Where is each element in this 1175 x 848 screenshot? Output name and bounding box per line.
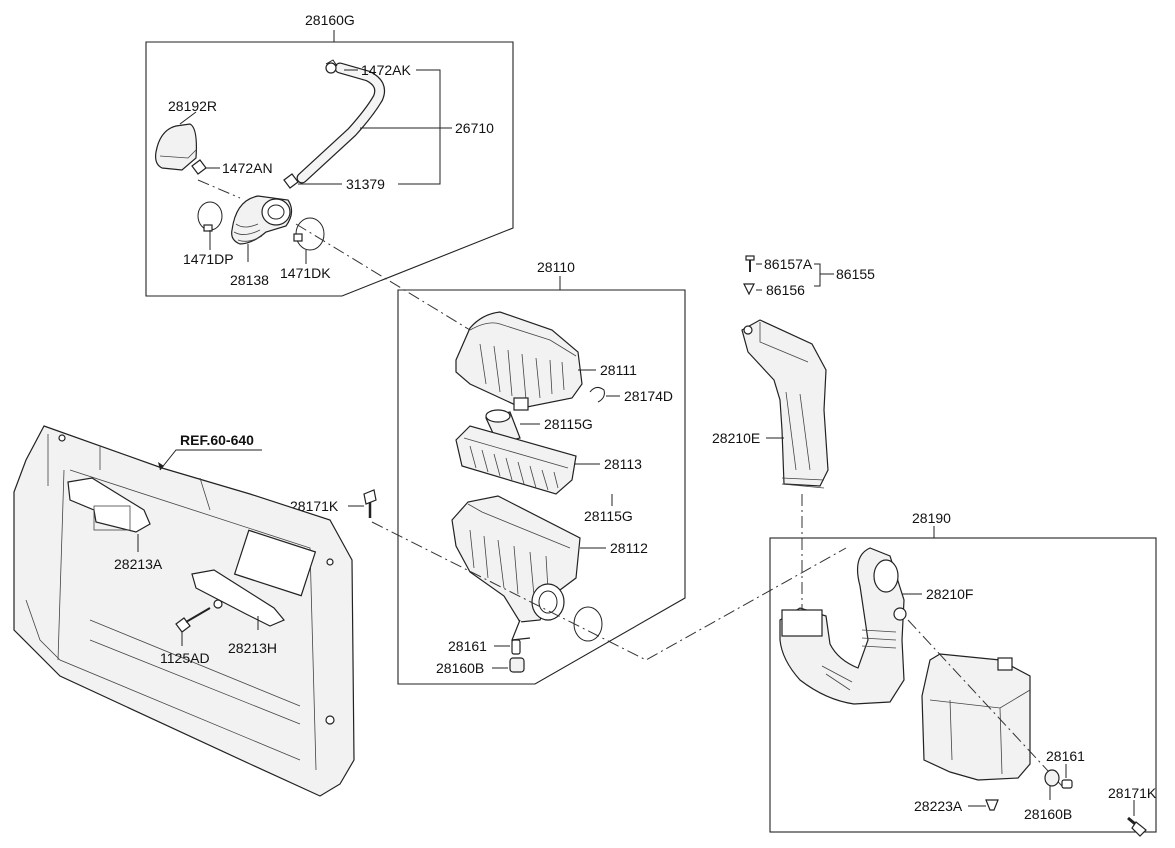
label-28213A: 28213A [114,556,163,572]
grommet-28161-b [1061,779,1073,789]
label-28213H: 28213H [228,640,277,656]
label-28161-b: 28161 [1046,748,1085,764]
group-28110-frame [397,289,686,685]
label-28160B-b: 28160B [1024,806,1072,822]
group-28190-frame [769,537,1157,833]
label-26710: 26710 [455,120,494,136]
label-28111: 28111 [600,362,637,378]
duct-group-86155: 86157A 86156 86155 [743,255,875,298]
duct-28138 [231,195,293,245]
bolt-1125AD [175,607,211,633]
group-28160G: 28160G 1472AK 26710 31379 28192R [145,12,514,331]
label-86155: 86155 [836,266,875,282]
lower-body-28112 [451,495,581,641]
label-ref: REF.60-640 [180,432,254,448]
label-86157A: 86157A [764,256,813,272]
bolt-28171K-a [363,489,377,518]
clip-31379 [283,173,299,189]
screw-86157A [745,255,755,272]
label-28161-a: 28161 [448,638,487,654]
duct-28210E [741,319,829,489]
radiator-support [13,425,355,797]
label-28110: 28110 [537,259,575,275]
filter-28113 [455,425,577,495]
label-28112: 28112 [610,540,648,556]
label-28210E: 28210E [712,430,760,446]
clamp-1471DK [293,217,325,251]
clamp-1472AK [325,59,338,74]
label-28160G: 28160G [305,12,355,28]
label-1471DK: 1471DK [280,265,331,281]
label-28160B-a: 28160B [436,660,484,676]
label-28113: 28113 [604,456,642,472]
label-1125AD: 1125AD [160,650,210,666]
label-28171K-a: 28171K [290,498,339,514]
label-31379: 31379 [346,176,385,192]
upper-body-28111 [455,311,583,411]
clamp-1471DP [197,201,223,232]
label-86156: 86156 [766,282,805,298]
label-28190: 28190 [912,510,951,526]
label-28192R: 28192R [168,98,217,114]
label-28115G-a: 28115G [544,416,593,432]
bolt-28171K-b [1127,816,1147,837]
resonator-body [921,653,1031,781]
label-28138: 28138 [230,272,269,288]
label-28210F: 28210F [926,586,973,602]
clip-28174D [589,386,605,403]
group-28190: 28190 28210F 28161 28160B [769,510,1157,833]
bracket-28213A [67,477,151,533]
hose-26710 [296,62,386,184]
insulator-28160B-a [509,657,525,673]
grommet-28161-a [511,639,521,655]
label-28223A: 28223A [914,798,963,814]
bracket-28213H [191,569,285,627]
clip-1472AN [191,159,207,175]
clip-86156 [743,283,755,296]
label-28171K-b: 28171K [1108,785,1157,801]
label-1471DP: 1471DP [183,251,234,267]
insulator-28160B-b [1044,769,1060,787]
cover-28192R [155,123,197,171]
group-28160G-frame [145,41,514,297]
label-28174D: 28174D [624,388,673,404]
hose-28210F [779,547,907,705]
label-1472AK: 1472AK [361,62,411,78]
label-28115G-b: 28115G [584,508,633,524]
label-1472AN: 1472AN [222,160,273,176]
group-28110: 28110 28111 28174D 28115G 2811 [397,259,686,685]
bracket-28223A [985,799,999,811]
